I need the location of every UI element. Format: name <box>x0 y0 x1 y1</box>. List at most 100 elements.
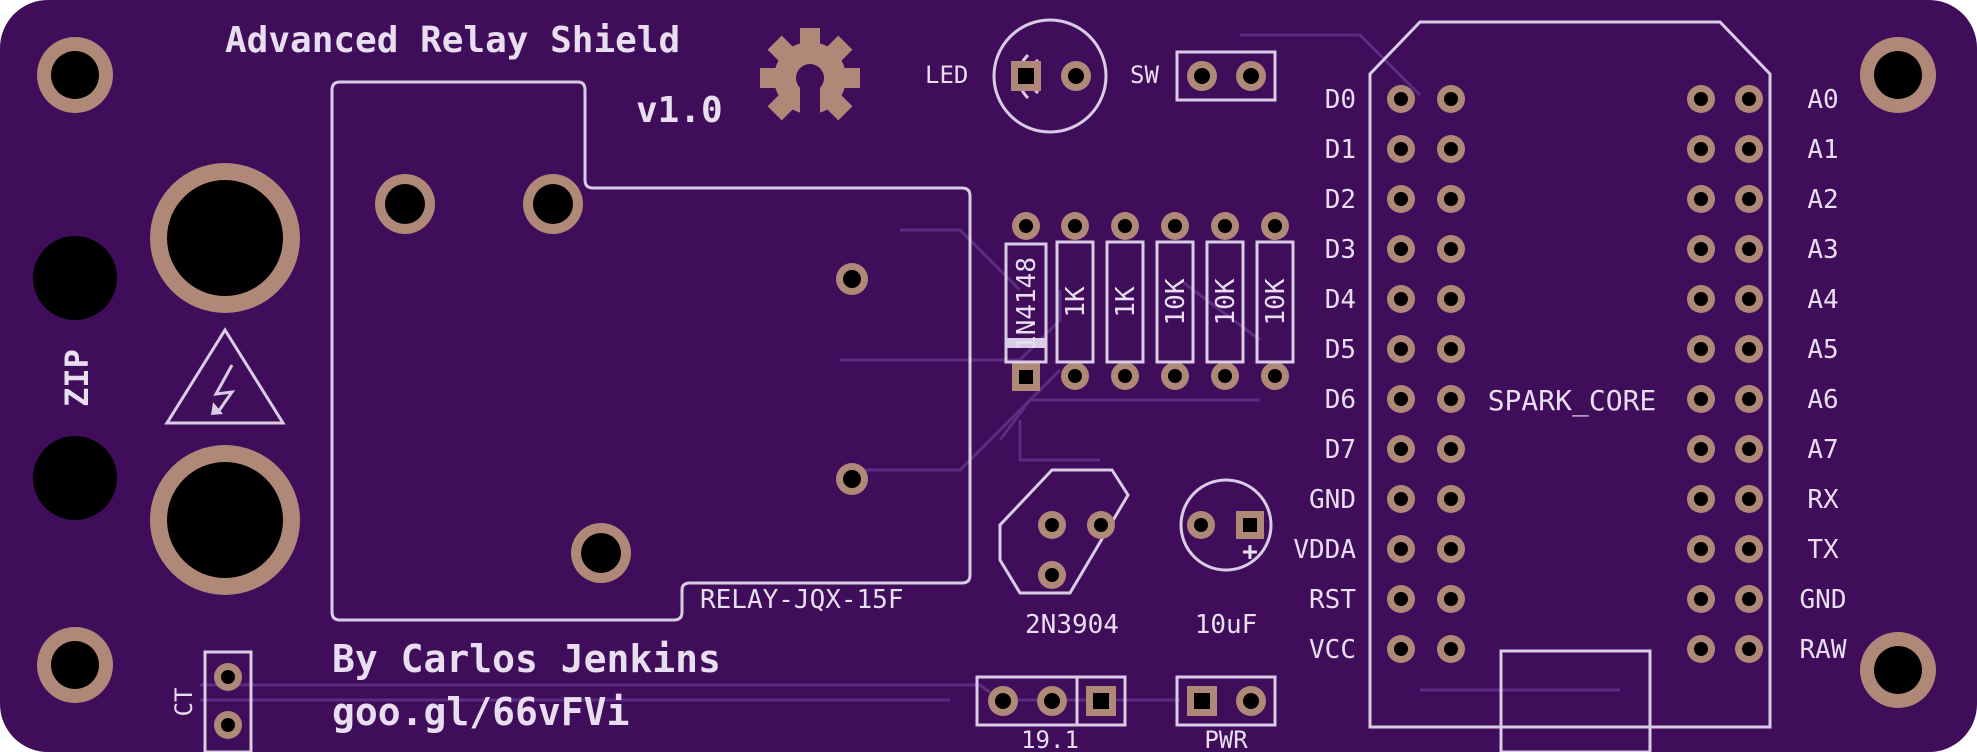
pin-hole <box>1444 142 1458 156</box>
pin-hole <box>1742 592 1756 606</box>
pin-label-left: GND <box>1309 485 1356 515</box>
pin-hole <box>1394 292 1408 306</box>
pin-label-left: D2 <box>1325 185 1356 215</box>
diode-1n4148 <box>1004 212 1048 391</box>
pin-hole <box>1394 342 1408 356</box>
zip-tie-holes <box>33 236 117 520</box>
r1-label: 1K <box>1061 286 1091 318</box>
pin-label-right: A5 <box>1807 335 1838 365</box>
resistor-r4 <box>1205 212 1245 390</box>
r3-label: 10K <box>1161 278 1191 325</box>
ct-header <box>203 650 253 752</box>
pin-label-right: GND <box>1800 585 1847 615</box>
pin-label-left: D3 <box>1325 235 1356 265</box>
spark-core-footprint <box>1368 20 1772 752</box>
capacitor-plus-label: + <box>1242 537 1258 567</box>
pin-hole <box>1444 442 1458 456</box>
pin-label-left: VDDA <box>1293 535 1356 565</box>
led-label: LED <box>925 61 968 89</box>
r2-label: 1K <box>1111 286 1141 318</box>
capacitor-10uf <box>1179 478 1273 572</box>
pin-hole <box>1394 492 1408 506</box>
pin-label-right: TX <box>1807 535 1839 565</box>
pin-hole <box>1444 642 1458 656</box>
author-label: By Carlos Jenkins <box>332 637 721 681</box>
pin-label-right: A0 <box>1807 85 1838 115</box>
pin-hole <box>1444 92 1458 106</box>
pin-hole <box>1694 542 1708 556</box>
pin-label-right: A3 <box>1807 235 1838 265</box>
capacitor-label: 10uF <box>1195 610 1258 640</box>
mains-terminal-pads <box>150 163 300 595</box>
pin-hole <box>1444 192 1458 206</box>
pin-hole <box>1742 442 1756 456</box>
diode-label: 1N4148 <box>1012 257 1042 351</box>
pin-label-right: A1 <box>1807 135 1838 165</box>
pin-hole <box>1394 442 1408 456</box>
pin-hole <box>1444 592 1458 606</box>
resistor-r2 <box>1105 212 1145 390</box>
pin-label-left: D0 <box>1325 85 1356 115</box>
pin-label-left: D1 <box>1325 135 1356 165</box>
high-voltage-warning-icon <box>164 327 286 425</box>
pin-hole <box>1694 292 1708 306</box>
mounting-holes <box>37 37 1936 708</box>
pin-hole <box>1394 142 1408 156</box>
pin-hole <box>1742 292 1756 306</box>
pin-label-right: RAW <box>1800 635 1847 665</box>
url-label: goo.gl/66vFVi <box>332 690 629 734</box>
transistor-label: 2N3904 <box>1025 610 1119 640</box>
pin-hole <box>1444 492 1458 506</box>
pin-hole <box>1694 392 1708 406</box>
pin-hole <box>1742 192 1756 206</box>
transistor-2n3904 <box>998 468 1130 595</box>
pin-hole <box>1694 192 1708 206</box>
pin-hole <box>1742 642 1756 656</box>
r5-label: 10K <box>1261 278 1291 325</box>
header-19-1 <box>975 675 1127 727</box>
relay-label: RELAY-JQX-15F <box>700 585 904 615</box>
open-hardware-gear-icon <box>760 28 860 130</box>
pin-hole <box>1394 642 1408 656</box>
pin-hole <box>1394 192 1408 206</box>
r4-label: 10K <box>1211 278 1241 325</box>
pin-label-left: VCC <box>1309 635 1356 665</box>
pin-hole <box>1694 492 1708 506</box>
pin-label-left: D4 <box>1325 285 1356 315</box>
ct-label: CT <box>170 688 198 717</box>
zip-label: ZIP <box>58 349 96 407</box>
spark-core-pads <box>1387 85 1763 663</box>
pin-hole <box>1444 542 1458 556</box>
board-title: Advanced Relay Shield <box>225 20 680 61</box>
pwr-label: PWR <box>1204 726 1248 752</box>
pin-hole <box>1694 442 1708 456</box>
pin-hole <box>1694 242 1708 256</box>
pin-hole <box>1394 242 1408 256</box>
pin-hole <box>1394 592 1408 606</box>
pin-label-left: D7 <box>1325 435 1356 465</box>
pin-label-right: A7 <box>1807 435 1838 465</box>
pin-hole <box>1444 342 1458 356</box>
sw-label: SW <box>1130 61 1159 89</box>
pin-hole <box>1742 342 1756 356</box>
header-19-1-label: 19.1 <box>1021 726 1079 752</box>
pin-hole <box>1394 542 1408 556</box>
pin-hole <box>1694 142 1708 156</box>
sw-header <box>1175 50 1277 102</box>
pin-hole <box>1742 92 1756 106</box>
pin-hole <box>1742 492 1756 506</box>
resistor-r1 <box>1055 212 1095 390</box>
pin-hole <box>1694 342 1708 356</box>
pwr-header <box>1175 675 1277 727</box>
pin-hole <box>1444 292 1458 306</box>
pin-hole <box>1742 542 1756 556</box>
pin-label-right: A6 <box>1807 385 1838 415</box>
pin-hole <box>1444 392 1458 406</box>
pin-label-right: A2 <box>1807 185 1838 215</box>
pin-hole <box>1394 92 1408 106</box>
pin-label-left: D5 <box>1325 335 1356 365</box>
pin-hole <box>1694 592 1708 606</box>
